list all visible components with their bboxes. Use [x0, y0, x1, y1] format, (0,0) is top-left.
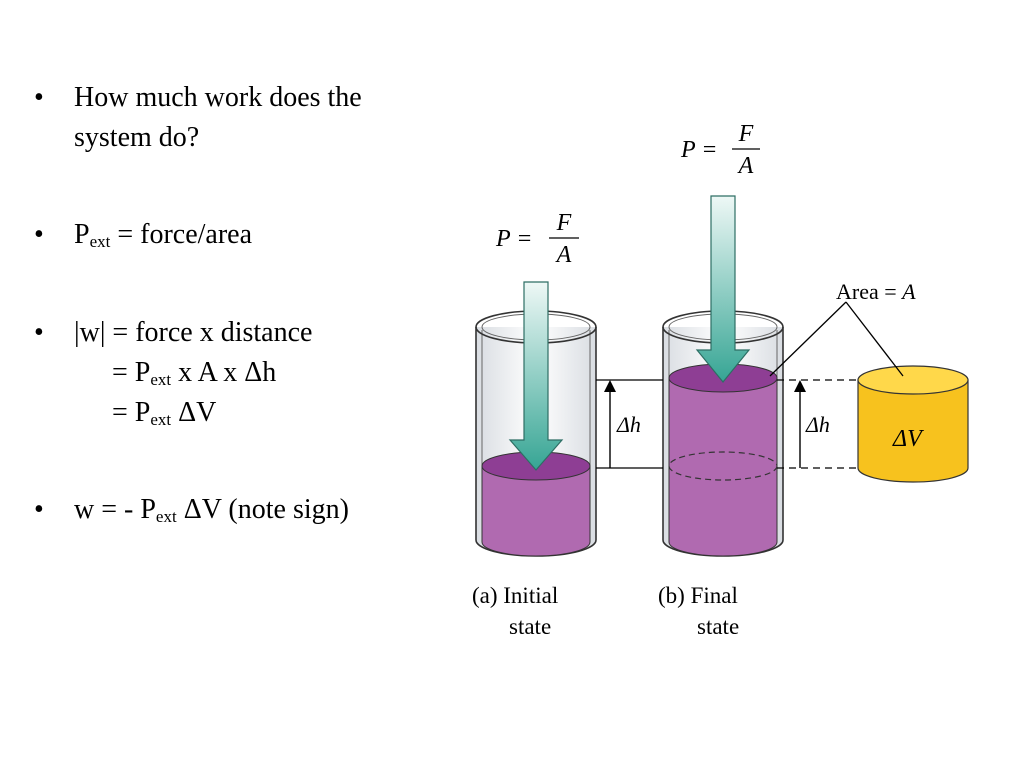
area-leader-lines [769, 301, 904, 377]
cylinder-initial [475, 281, 597, 557]
delta-v-body [857, 379, 969, 483]
bullet-work-magnitude: • |w| = force x distance [34, 313, 454, 353]
fraction-numerator: F [556, 210, 572, 236]
subscript: ext [150, 370, 172, 389]
area-label: Area = A [836, 279, 916, 304]
delta-v-label: ΔV [892, 426, 924, 452]
equation-line-3: = Pext ΔV [34, 393, 454, 433]
delta-h-left-marker [596, 379, 663, 469]
bullet-text: ΔV (note sign) [176, 494, 349, 525]
delta-v-cylinder [857, 365, 969, 483]
bullet-dot: • [34, 494, 44, 525]
cylinder-final [662, 195, 784, 557]
bullet-text: w = - P [74, 494, 156, 525]
bullet-list: • How much work does the system do? • Pe… [34, 78, 454, 530]
delta-h-label-left: Δh [616, 412, 641, 437]
arrowhead-icon [604, 380, 616, 392]
leader-line [845, 301, 904, 377]
equation-text: = P [112, 397, 151, 428]
subscript: ext [150, 410, 172, 429]
leader-line [769, 301, 847, 377]
bullet-text: = force/area [110, 219, 253, 250]
bullet-dot: • [34, 317, 44, 348]
delta-v-top [857, 365, 969, 395]
caption-initial-line1: (a) Initial [472, 583, 558, 608]
pressure-arrow-icon [695, 195, 751, 383]
fraction-numerator: F [738, 121, 754, 147]
equation-text: x A x Δh [171, 357, 277, 388]
pressure-label-right: P = [680, 137, 717, 163]
equation-text: ΔV [171, 397, 217, 428]
bullet-pressure: • Pext = force/area [34, 215, 454, 255]
subscript: ext [89, 232, 111, 251]
bullet-text: |w| = force x distance [74, 317, 313, 348]
pressure-arrow-icon [508, 281, 564, 471]
bullet-work-question: • How much work does the system do? [34, 78, 454, 158]
arrowhead-icon [794, 380, 806, 392]
fluid-body [481, 465, 591, 557]
fraction-denominator: A [737, 153, 754, 179]
initial-level-dashed [668, 451, 778, 481]
caption-final-line1: (b) Final [658, 583, 738, 608]
area-label-var: A [900, 279, 916, 304]
bullet-work-sign: • w = - Pext ΔV (note sign) [34, 490, 454, 530]
fluid-body [668, 377, 778, 557]
bullet-dot: • [34, 219, 44, 250]
bullet-text: How much work does the [74, 82, 362, 113]
equation-line-2: = Pext x A x Δh [34, 353, 454, 393]
delta-h-label-right: Δh [805, 412, 830, 437]
fraction-denominator: A [555, 242, 572, 268]
caption-final-line2: state [697, 614, 739, 639]
pressure-label-left: P = [495, 226, 532, 252]
caption-initial-line2: state [509, 614, 551, 639]
area-label-text: Area = [836, 279, 902, 304]
bullet-text: system do? [74, 122, 200, 153]
equation-text: = P [112, 357, 151, 388]
bullet-text: P [74, 219, 90, 250]
bullet-dot: • [34, 82, 44, 113]
subscript: ext [155, 507, 177, 526]
delta-h-right-marker [777, 379, 860, 469]
